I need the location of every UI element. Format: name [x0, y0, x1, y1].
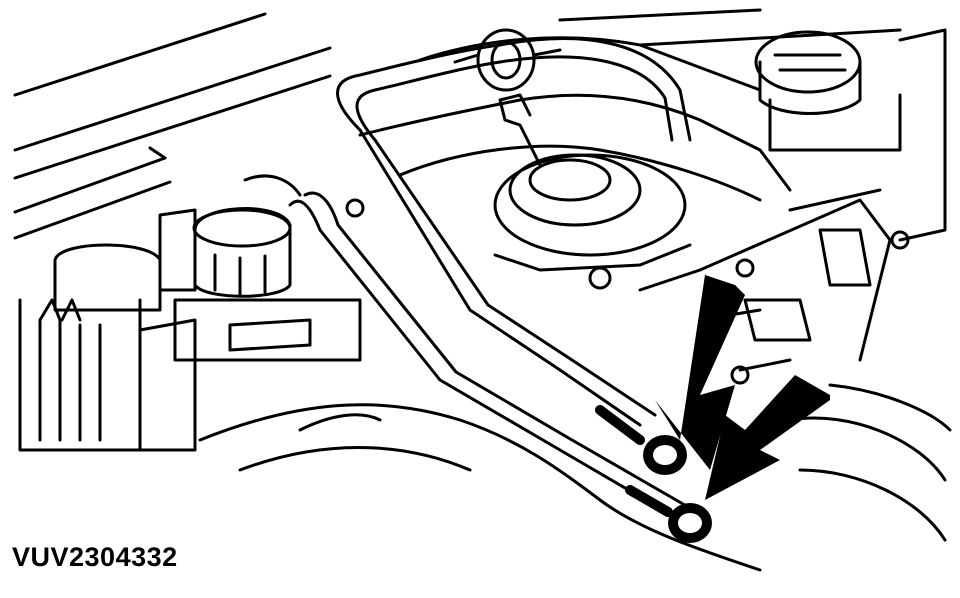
- throttle-bracket: [638, 188, 892, 372]
- fitting-upper: [595, 405, 687, 475]
- hood-edge-lines: [13, 12, 332, 240]
- egr-valve: [493, 93, 692, 272]
- figure-reference-code: VUV2304332: [12, 542, 178, 572]
- fitting-lower: [625, 485, 712, 543]
- left-connectors: [18, 243, 197, 452]
- lower-runners: [198, 383, 952, 572]
- pointer-arrow-lower: [705, 375, 830, 500]
- fluid-reservoir: [754, 28, 947, 242]
- bolts: [345, 198, 910, 385]
- vacuum-hose-long: [336, 37, 692, 427]
- pointer-arrow-upper: [655, 275, 745, 470]
- intake-canister: [158, 207, 362, 362]
- vacuum-hose-short: [243, 174, 692, 522]
- hose-connector-top: [453, 28, 562, 92]
